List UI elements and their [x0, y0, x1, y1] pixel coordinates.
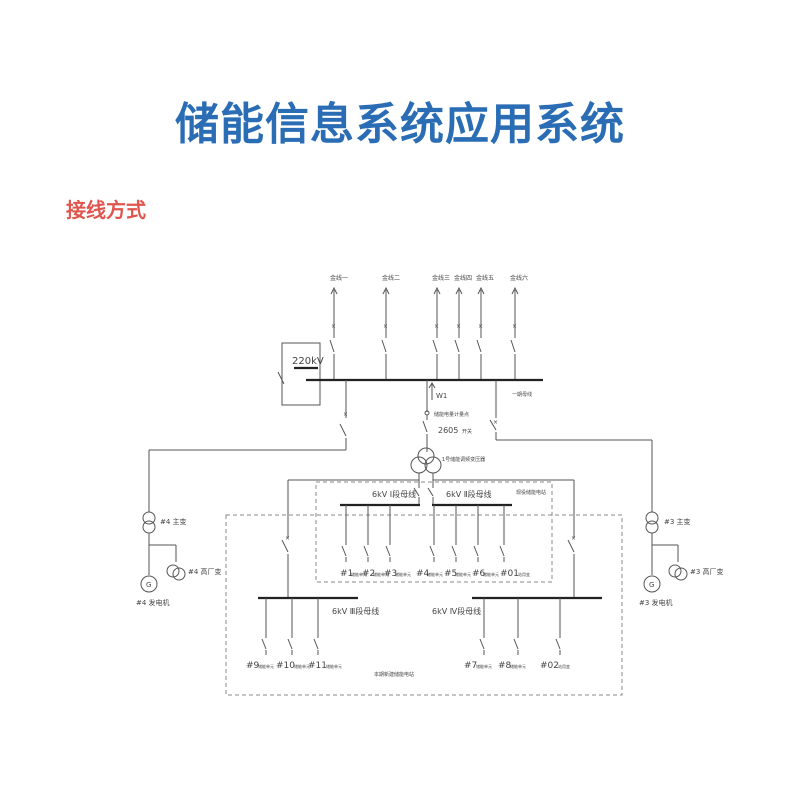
- unit-top-num-4: #4: [416, 569, 430, 579]
- unit-bottom-txt-2: 储能单元: [294, 663, 310, 669]
- svg-text:×: ×: [285, 535, 290, 542]
- feeder-group: 金线一 金线二 金线三 金线四 金线五 金线六 × × × ×: [329, 274, 528, 380]
- unit-top-txt-2: 储能单元: [373, 571, 389, 577]
- feeder-label-5: 金线五: [476, 274, 494, 282]
- svg-text:×: ×: [434, 323, 439, 330]
- tx-to-bus-connections: × ×: [281, 479, 576, 598]
- unit-top-num-5: #5: [444, 569, 457, 579]
- left-main-tx-label: #4 主变: [160, 517, 187, 526]
- units-top-labels: #1 储能单元 #2 储能单元 #3 储能单元 #4 储能单元 #5 储能单元 …: [340, 569, 530, 579]
- unit-bottom-txt-4: 储能单元: [476, 663, 492, 669]
- bus-6kv-1-label: 6kV Ⅰ段母线: [372, 489, 416, 499]
- svg-text:×: ×: [571, 535, 576, 542]
- unit-top-num-3: #3: [384, 569, 397, 579]
- svg-text:G: G: [649, 581, 654, 589]
- voltage-220kv-label: 220kV: [292, 356, 324, 367]
- svg-text:×: ×: [343, 411, 348, 418]
- breaker-2605-suffix: 开关: [462, 428, 472, 435]
- unit-top-txt-1: 储能单元: [351, 571, 367, 577]
- left-plant-tx-label: #4 高厂变: [188, 567, 222, 576]
- w1-label: W1: [436, 392, 447, 400]
- right-main-tx-label: #3 主变: [664, 517, 691, 526]
- feeder-label-2: 金线二: [382, 274, 400, 282]
- right-plant-tx-label: #3 高厂变: [690, 567, 724, 576]
- unit-top-num-1: #1: [340, 569, 353, 579]
- feeder-line-4: ×: [454, 286, 463, 380]
- breaker-2605-label: 2605: [438, 426, 458, 435]
- bus-6kv-4-label: 6kV Ⅳ段母线: [432, 606, 481, 616]
- storage-transformer: 1号储能调频变压器: [410, 447, 485, 480]
- section-subtitle: 接线方式: [66, 198, 146, 222]
- unit-top-txt-3: 储能单元: [395, 571, 411, 577]
- left-gen-label: #4 发电机: [136, 598, 170, 607]
- unit-top-num-2: #2: [362, 569, 375, 579]
- phase2-station-box: [225, 514, 623, 696]
- bus-220kv-group: 220kV 一期母线: [277, 342, 543, 406]
- feeder-label-4: 金线四: [454, 274, 472, 282]
- unit-top-txt-5: 储能单元: [455, 571, 471, 577]
- feeder-label-3: 金线三: [432, 274, 450, 282]
- unit-bottom-txt-3: 储能单元: [326, 663, 342, 669]
- unit-top-txt-4: 储能单元: [427, 571, 443, 577]
- metering-note: 储能电量计量点: [434, 411, 469, 418]
- unit-bottom-num-2: #10: [276, 661, 295, 671]
- svg-text:×: ×: [493, 419, 498, 426]
- unit-3-right: #3 主变 #3 高厂变 G #3 发电机: [639, 511, 724, 607]
- metering-group: W1 储能电量计量点 2605 开关: [422, 380, 472, 452]
- unit-top-num-7: #01: [500, 569, 519, 579]
- page-title: 储能信息系统应用系统: [175, 99, 625, 150]
- unit-top-num-6: #6: [472, 569, 486, 579]
- transformer-note: 1号储能调频变压器: [442, 456, 485, 463]
- unit-bottom-txt-1: 储能单元: [258, 663, 274, 669]
- svg-text:×: ×: [512, 323, 517, 330]
- bus-34-feeders: [261, 598, 561, 655]
- unit-bottom-num-1: #9: [246, 661, 260, 671]
- unit-top-txt-6: 储能单元: [483, 571, 499, 577]
- right-gen-label: #3 发电机: [639, 598, 673, 607]
- svg-text:G: G: [146, 581, 151, 589]
- unit-bottom-num-3: #11: [308, 661, 327, 671]
- feeder-line-5: ×: [476, 286, 485, 380]
- svg-text:×: ×: [331, 323, 336, 330]
- units-bottom-labels: #9 储能单元 #10 储能单元 #11 储能单元 #7 储能单元 #8 储能单…: [246, 661, 570, 671]
- unit-bottom-num-4: #7: [464, 661, 477, 671]
- bus-12-feeders: [341, 505, 505, 562]
- bus-220kv-box: [281, 342, 321, 406]
- phase2-note: 本期新建储能电站: [374, 671, 414, 678]
- svg-text:×: ×: [456, 323, 461, 330]
- feeder-line-6: ×: [510, 286, 519, 380]
- svg-text:×: ×: [383, 323, 388, 330]
- unit-top-txt-7: 站用变: [518, 571, 530, 577]
- feeder-line-1: ×: [329, 286, 338, 380]
- unit-bottom-num-5: #8: [498, 661, 512, 671]
- unit-bottom-txt-6: 站用变: [558, 663, 570, 669]
- branch-right: ×: [489, 380, 653, 512]
- feeder-line-3: ×: [432, 286, 441, 380]
- svg-text:×: ×: [478, 323, 483, 330]
- branch-left: ×: [148, 380, 348, 512]
- phase1-note: 现役储能电站: [516, 489, 546, 496]
- unit-4-left: #4 主变 #4 高厂变 G #4 发电机: [136, 511, 222, 607]
- feeder-line-2: ×: [381, 286, 390, 380]
- main-bus-note: 一期母线: [512, 391, 532, 398]
- bus-6kv-2-label: 6kV Ⅱ段母线: [446, 489, 492, 499]
- unit-bottom-num-6: #02: [540, 661, 559, 671]
- feeder-label-6: 金线六: [510, 274, 528, 282]
- unit-bottom-txt-5: 储能单元: [510, 663, 526, 669]
- bus-6kv-3-label: 6kV Ⅲ段母线: [332, 606, 379, 616]
- feeder-label-1: 金线一: [330, 274, 348, 282]
